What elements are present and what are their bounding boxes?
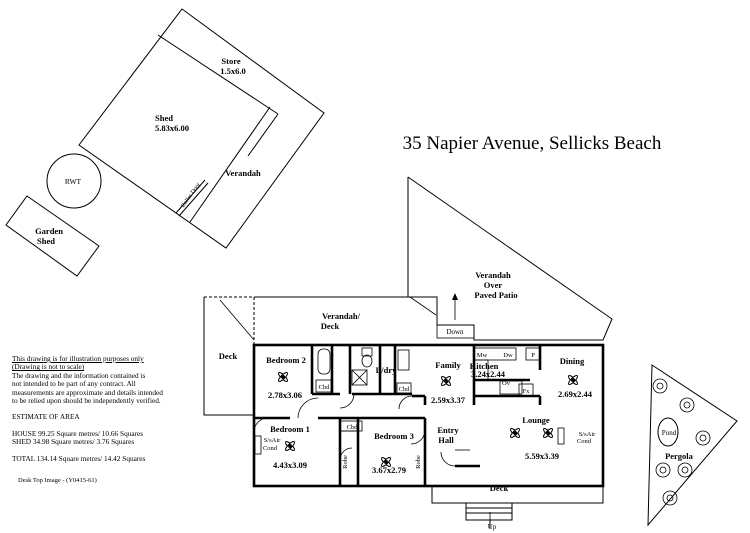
deck-left-label: Deck bbox=[219, 351, 238, 361]
family-dim: 2.59x3.37 bbox=[431, 395, 466, 405]
notes-line-2: (Drawing is not to scale) bbox=[12, 362, 85, 372]
property-title: 35 Napier Avenue, Sellicks Beach bbox=[403, 133, 662, 154]
kitchen-dim: 3.24x2.44 bbox=[471, 369, 506, 379]
bath bbox=[317, 348, 331, 375]
verandah-shed-label: Verandah bbox=[225, 168, 261, 178]
store-divider bbox=[157, 34, 279, 115]
sair2-label-2: Cond bbox=[577, 438, 592, 445]
robe1-label: Robe bbox=[342, 455, 349, 469]
estimate-shed: SHED 34.98 Square metres/ 3.76 Squares bbox=[12, 437, 135, 447]
roller-door-label: Roller Door bbox=[180, 182, 201, 209]
patio-verandah-outline bbox=[407, 176, 613, 341]
cbd1-label: Cbd bbox=[319, 384, 331, 391]
up-label: Up bbox=[488, 523, 497, 531]
entry-label: Entry bbox=[437, 425, 459, 435]
shed-dim: 5.83x6.00 bbox=[155, 123, 189, 133]
ov-label: Ov bbox=[502, 380, 511, 387]
patio-label-3: Paved Patio bbox=[474, 290, 517, 300]
store-label: Store bbox=[221, 56, 240, 66]
pergola-label: Pergola bbox=[665, 451, 694, 461]
ceiling-fans bbox=[278, 372, 578, 467]
down-label: Down bbox=[446, 328, 464, 336]
lounge-dim: 5.59x3.39 bbox=[525, 451, 559, 461]
estimate-total: TOTAL 134.14 Square metres/ 14.42 Square… bbox=[12, 453, 146, 463]
image-credit: Desk Top Image - (Y0415-61) bbox=[18, 477, 97, 484]
notes-line-5: measurements are approximate and details… bbox=[12, 387, 163, 397]
estimate-heading: ESTIMATE OF AREA bbox=[12, 412, 80, 422]
disclaimer-notes: This drawing is for illustration purpose… bbox=[12, 354, 207, 463]
verandah-deck-label-2: Deck bbox=[321, 321, 340, 331]
deck-left-outline bbox=[204, 296, 255, 345]
family-label: Family bbox=[435, 360, 461, 370]
cbd3-label: Cbd bbox=[347, 424, 359, 431]
verandah-divider bbox=[189, 106, 271, 223]
ldry-label: L/dry bbox=[376, 365, 398, 375]
notes-line-4: not intended to be part of any contract.… bbox=[12, 379, 136, 389]
shed-outline bbox=[78, 8, 325, 249]
bedroom3-label: Bedroom 3 bbox=[374, 431, 414, 441]
dining-label: Dining bbox=[560, 356, 585, 366]
shower bbox=[351, 369, 368, 386]
shrubs bbox=[652, 378, 711, 506]
garden-shed-outline bbox=[5, 195, 100, 277]
pond bbox=[657, 417, 679, 447]
notes-line-1: This drawing is for illustration purpose… bbox=[12, 354, 144, 363]
deck-bottom-label: Deck bbox=[490, 483, 509, 493]
bedroom1-label: Bedroom 1 bbox=[270, 424, 310, 434]
p-label: P bbox=[531, 352, 535, 359]
robe2-label: Robe bbox=[415, 455, 422, 469]
rwt-tank bbox=[46, 153, 102, 209]
pergola-outline bbox=[647, 364, 738, 527]
dw-label: Dw bbox=[503, 352, 513, 359]
hall-label: Hall bbox=[438, 435, 454, 445]
verandah-deck-label-1: Verandah/ bbox=[322, 311, 361, 321]
patio-label-1: Verandah bbox=[475, 270, 511, 280]
estimate-house: HOUSE 99.25 Square metres/ 10.66 Squares bbox=[12, 428, 144, 438]
notes-line-3: The drawing and the information containe… bbox=[12, 370, 146, 380]
bedroom2-label: Bedroom 2 bbox=[266, 355, 306, 365]
patio-label-2: Over bbox=[484, 280, 503, 290]
fx-label: Fx bbox=[523, 388, 531, 395]
bedroom2-dim: 2.78x3.06 bbox=[268, 390, 302, 400]
shed-label: Shed bbox=[155, 113, 173, 123]
bedroom1-dim: 4.43x3.09 bbox=[273, 460, 307, 470]
notes-line-6: to be relied upon should be independentl… bbox=[12, 396, 161, 406]
kitchen-label: Kitchen bbox=[470, 361, 499, 371]
dining-dim: 2.69x2.44 bbox=[558, 389, 593, 399]
store-dim: 1.5x6.0 bbox=[220, 66, 246, 76]
rwt-label: RWT bbox=[65, 177, 82, 186]
store-wall bbox=[247, 113, 279, 157]
mw-label: Mw bbox=[477, 352, 488, 359]
sair1-label-2: Cond bbox=[263, 445, 278, 452]
trough bbox=[397, 349, 410, 371]
bedroom3-dim: 3.67x2.79 bbox=[372, 465, 406, 475]
toilet bbox=[361, 354, 373, 368]
sair1-label-1: S/sAir bbox=[264, 437, 281, 444]
sair2-label-1: S/sAir bbox=[579, 431, 596, 438]
garden-shed-label-2: Shed bbox=[37, 236, 55, 246]
lounge-label: Lounge bbox=[522, 415, 550, 425]
garden-shed-label-1: Garden bbox=[35, 226, 63, 236]
cbd2-label: Cbd bbox=[399, 386, 411, 393]
deck-bottom-outline bbox=[431, 485, 604, 504]
pond-label: Pond bbox=[662, 429, 677, 437]
